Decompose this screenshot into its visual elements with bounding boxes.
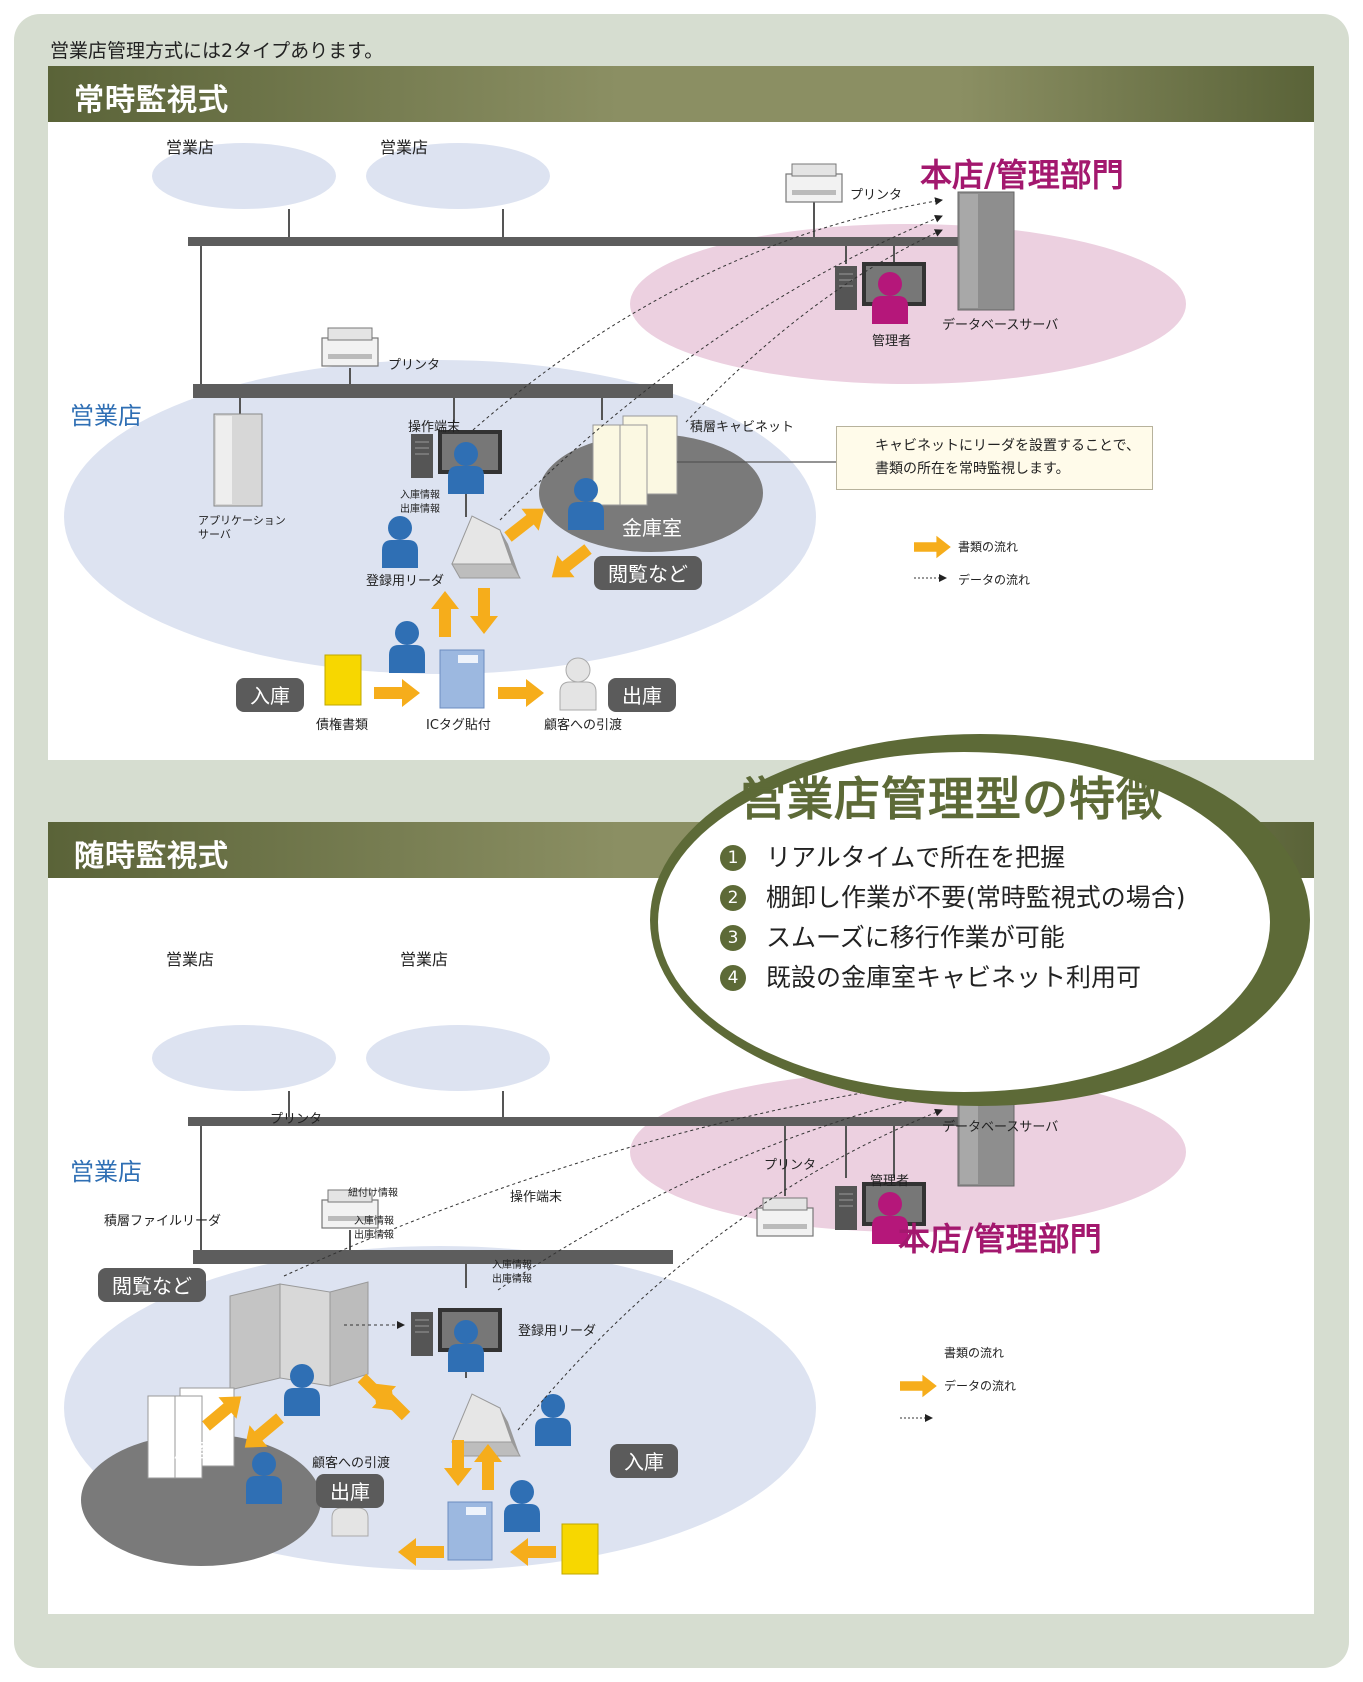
admin-tower-icon bbox=[834, 1185, 858, 1231]
terminal-tower-icon bbox=[410, 1311, 434, 1357]
branch-top-label-2: 営業店 bbox=[380, 138, 429, 157]
browse-pill: 閲覧など bbox=[594, 556, 702, 590]
feature-text-2: 棚卸し作業が不要(常時監視式の場合) bbox=[766, 883, 1186, 912]
feature-item-2: 2 棚卸し作業が不要(常時監視式の場合) bbox=[720, 878, 1186, 914]
vault-label: 金庫室 bbox=[622, 516, 682, 540]
admin-tower-icon bbox=[834, 265, 858, 311]
branch-label: 営業店 bbox=[70, 1158, 142, 1186]
feature-text-4: 既設の金庫室キャビネット利用可 bbox=[766, 963, 1142, 992]
feature-num-2: 2 bbox=[720, 885, 746, 911]
handover-label: 顧客への引渡 bbox=[544, 718, 623, 733]
branch-printer-icon bbox=[321, 327, 379, 367]
out-pill: 出庫 bbox=[608, 678, 676, 712]
branch-bus bbox=[193, 384, 673, 398]
section1-diagram: 営業店 営業店 本店/管理部門 プリンタ データベースサーバ 管理者 営業店 プ… bbox=[48, 122, 1314, 760]
branch-label: 営業店 bbox=[70, 402, 142, 430]
in-info-label: 入庫情報 bbox=[354, 1216, 394, 1227]
feature-title: 営業店管理型の特徴 bbox=[740, 772, 1163, 826]
section2-svg bbox=[64, 1025, 1186, 1575]
branch-cloud-2 bbox=[366, 1025, 550, 1091]
terminal-label: 操作端末 bbox=[510, 1190, 563, 1205]
link-info-label: 紐付け情報 bbox=[348, 1188, 398, 1199]
hq-printer-icon bbox=[785, 163, 843, 203]
in-info-label-2: 入庫情報 bbox=[492, 1260, 532, 1271]
main-bus bbox=[188, 237, 958, 246]
section1-title: 常時監視式 bbox=[74, 83, 229, 118]
feature-item-4: 4 既設の金庫室キャビネット利用可 bbox=[720, 958, 1141, 994]
reg-reader-label: 登録用リーダ bbox=[518, 1324, 597, 1339]
data-flow-lines bbox=[472, 197, 943, 521]
app-server-label: アプリケーション サーバ bbox=[198, 514, 286, 541]
legend-doc-label: 書類の流れ bbox=[958, 540, 1019, 554]
out-info-label-2: 出庫情報 bbox=[492, 1274, 532, 1285]
out-pill: 出庫 bbox=[316, 1474, 384, 1508]
file-reader-label: 積層ファイルリーダ bbox=[104, 1214, 222, 1229]
feature-text-3: スムーズに移行作業が可能 bbox=[766, 923, 1065, 952]
branch-cloud-2 bbox=[366, 143, 550, 209]
out-info-label: 出庫情報 bbox=[400, 504, 440, 515]
legend-doc-arrow bbox=[900, 1374, 937, 1398]
bond-doc-icon bbox=[324, 654, 362, 706]
bond-doc-icon bbox=[561, 1523, 599, 1575]
section1-header: 常時監視式 bbox=[48, 66, 1314, 122]
bond-docs-label: 債権書類 bbox=[316, 718, 369, 733]
feature-num-3: 3 bbox=[720, 925, 746, 951]
callout-line-1: キャビネットにリーダを設置することで、 bbox=[875, 438, 1141, 454]
section1-svg bbox=[64, 143, 1186, 711]
file-reader-icon bbox=[229, 1283, 281, 1391]
legend-data-label: データの流れ bbox=[958, 573, 1031, 587]
reg-reader-label: 登録用リーダ bbox=[366, 574, 445, 589]
db-server-label: データベースサーバ bbox=[942, 318, 1059, 333]
admin-label: 管理者 bbox=[870, 1174, 910, 1189]
legend-doc-arrow bbox=[914, 535, 951, 559]
hq-printer-label: プリンタ bbox=[764, 1158, 817, 1173]
handover-label: 顧客への引渡 bbox=[312, 1456, 391, 1471]
vault-label: 金庫室 bbox=[154, 1438, 214, 1462]
callout-line-2: 書類の所在を常時監視します。 bbox=[875, 461, 1070, 477]
branch-cloud-1 bbox=[152, 143, 336, 209]
branch-top-label-1: 営業店 bbox=[166, 138, 215, 157]
feature-item-3: 3 スムーズに移行作業が可能 bbox=[720, 918, 1065, 954]
hq-label: 本店/管理部門 bbox=[898, 1220, 1102, 1258]
ic-tag-label: ICタグ貼付 bbox=[426, 718, 491, 733]
branch-printer-label: プリンタ bbox=[270, 1112, 323, 1127]
feature-text-1: リアルタイムで所在を把握 bbox=[766, 843, 1066, 872]
cabinet-callout: キャビネットにリーダを設置することで、 書類の所在を常時監視します。 bbox=[836, 426, 1154, 490]
branch-top-label-2: 営業店 bbox=[400, 950, 449, 969]
terminal-tower-icon bbox=[410, 433, 434, 479]
feature-num-4: 4 bbox=[720, 965, 746, 991]
browse-pill: 閲覧など bbox=[98, 1268, 206, 1302]
main-bus bbox=[188, 1117, 958, 1126]
feature-oval-svg bbox=[650, 734, 1310, 1106]
cabinet-label: 積層キャビネット bbox=[690, 420, 795, 435]
section2-title: 随時監視式 bbox=[74, 839, 229, 874]
legend-data-label: データの流れ bbox=[944, 1379, 1017, 1393]
in-info-label: 入庫情報 bbox=[400, 490, 440, 501]
admin-label: 管理者 bbox=[872, 334, 912, 349]
feature-num-1: 1 bbox=[720, 845, 746, 871]
section2-diagram: 営業店 営業店 プリンタ データベースサーバ プリンタ 管理者 本店/管理部門 … bbox=[48, 878, 1314, 1614]
hq-label: 本店/管理部門 bbox=[920, 156, 1124, 194]
customer-person-icon bbox=[559, 657, 597, 711]
feature-oval: 営業店管理型の特徴 1 リアルタイムで所在を把握 2 棚卸し作業が不要(常時監視式の… bbox=[638, 725, 1324, 1115]
branch-cloud-1 bbox=[152, 1025, 336, 1091]
hq-printer-label: プリンタ bbox=[850, 188, 903, 203]
in-pill: 入庫 bbox=[610, 1444, 678, 1478]
legend-doc-label: 書類の流れ bbox=[944, 1346, 1005, 1360]
branch-top-label-1: 営業店 bbox=[166, 950, 215, 969]
terminal-label: 操作端末 bbox=[408, 420, 461, 435]
feature-item-1: 1 リアルタイムで所在を把握 bbox=[720, 838, 1065, 874]
out-info-label: 出庫情報 bbox=[354, 1230, 394, 1241]
data-flow-lines bbox=[283, 1077, 943, 1431]
db-server-label: データベースサーバ bbox=[942, 1120, 1059, 1135]
intro-text: 営業店管理方式には2タイプあります。 bbox=[50, 40, 384, 62]
branch-printer-label: プリンタ bbox=[388, 358, 441, 373]
in-pill: 入庫 bbox=[236, 678, 304, 712]
branch-bus bbox=[193, 1250, 673, 1264]
hq-printer-icon bbox=[756, 1197, 814, 1237]
